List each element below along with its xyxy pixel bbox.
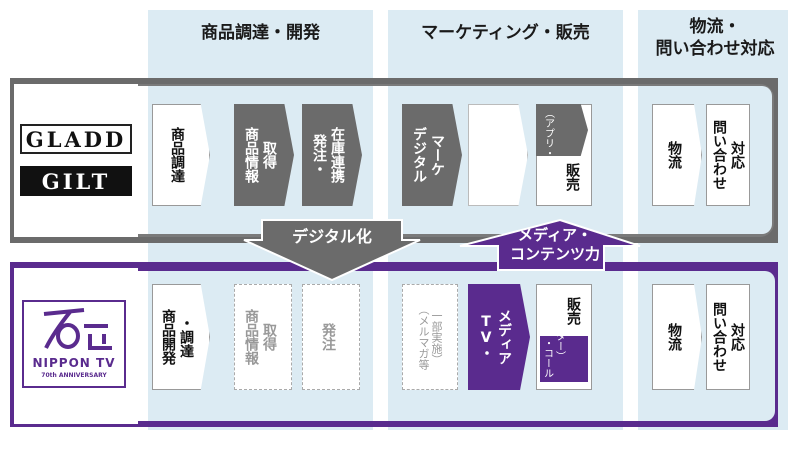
top-product-info-line1: 商品情報 — [243, 127, 259, 183]
ntv-logo: NIPPON TV 70th ANNIVERSARY — [22, 300, 126, 388]
top-sales-main-wrap: 販売 — [556, 150, 588, 204]
column-heading-logistics: 物流・ 問い合わせ対応 — [630, 16, 800, 60]
column-heading-logistics-line2: 問い合わせ対応 — [655, 39, 775, 59]
bottom-partial-step — [402, 284, 458, 390]
bottom-tv-media-line2: メディア — [496, 309, 512, 365]
bottom-inquiry-step — [706, 284, 750, 390]
top-sales-note-wrap: （アプリ・Web） — [536, 106, 560, 202]
gilt-logo: GILT — [20, 166, 132, 196]
bottom-sales-note-line1: （Web・コール — [541, 294, 553, 378]
top-digital-marketing-label-wrap: デジタル マーケ — [402, 104, 454, 206]
top-logistics-label: 物流 — [666, 141, 682, 169]
top-sales-main: 販売 — [564, 163, 580, 191]
top-inquiry-step — [706, 104, 750, 206]
top-empty-step — [468, 104, 528, 206]
bottom-product-info-line1: 商品情報 — [243, 309, 259, 365]
top-inventory-step — [302, 104, 362, 206]
bottom-tv-media-line1: TV・ — [478, 314, 494, 360]
top-logo-panel — [14, 84, 138, 237]
ntv-logo-text: NIPPON TV — [32, 356, 116, 370]
digital-arrow-down — [243, 219, 421, 282]
ntv-logo-mark — [43, 308, 112, 350]
bottom-order-label: 発注 — [320, 323, 336, 351]
top-procure-step — [152, 104, 210, 206]
top-inner-gap-1 — [373, 86, 388, 234]
bottom-inner-gap-0 — [138, 271, 148, 421]
media-arrow-up — [459, 218, 641, 271]
top-digital-marketing-line1: デジタル — [411, 127, 427, 183]
bottom-partial-line1: （メルマガ等 — [417, 304, 430, 370]
bottom-sales-main: 販売 — [565, 297, 581, 325]
column-heading-logistics-line1: 物流・ — [689, 17, 741, 37]
bottom-tv-media-step — [468, 284, 530, 390]
top-logistics-step — [652, 104, 702, 206]
media-arrow-label: メディア・ コンテンツ力 — [480, 226, 630, 264]
top-digital-marketing-line2: マーケ — [429, 134, 445, 176]
top-logistics-label-wrap: 物流 — [652, 104, 696, 206]
bottom-sales-note-block — [540, 336, 588, 382]
top-procure-label-wrap: 商品調達 — [152, 104, 202, 206]
bottom-procure-step — [152, 284, 210, 390]
top-company-frame — [138, 84, 774, 237]
top-product-info-label-wrap: 商品情報 取得 — [234, 104, 286, 206]
top-inquiry-label-wrap: 問い合わせ 対応 — [706, 104, 750, 206]
top-inquiry-line2: 対応 — [729, 141, 745, 169]
gladd-logo: GLADD — [20, 124, 132, 154]
bottom-inner-gap-2 — [623, 271, 638, 421]
top-procure-label: 商品調達 — [169, 127, 185, 183]
bottom-product-info-label-wrap: 商品情報 取得 — [234, 284, 286, 390]
gilt-logo-text: GILT — [41, 168, 111, 194]
bottom-logistics-label: 物流 — [666, 323, 682, 351]
bottom-inquiry-label-wrap: 問い合わせ 対応 — [706, 284, 750, 390]
bottom-partial-line2: 一部実施） — [430, 309, 443, 365]
bottom-order-label-wrap: 発注 — [302, 284, 354, 390]
media-arrow-label-line1: メディア・ — [518, 226, 592, 244]
bottom-sales-note-wrap: （Web・コール センター） — [538, 288, 568, 384]
bottom-logistics-label-wrap: 物流 — [652, 284, 696, 390]
bottom-procure-line2: ・調達 — [178, 316, 194, 358]
bottom-product-info-step — [234, 284, 292, 390]
top-inquiry-line1: 問い合わせ — [711, 120, 727, 190]
bottom-inquiry-line2: 対応 — [729, 323, 745, 351]
bottom-sales-note-line2: センター） — [553, 311, 565, 361]
bottom-company-frame — [138, 268, 778, 424]
top-digital-marketing-step — [402, 104, 462, 206]
top-sales-note: （アプリ・Web） — [542, 107, 554, 201]
top-inner-gap-0 — [138, 86, 148, 234]
media-arrow-label-line2: コンテンツ力 — [509, 245, 600, 263]
column-heading-marketing: マーケティング・販売 — [421, 23, 590, 43]
digital-arrow-label: デジタル化 — [292, 227, 372, 246]
bottom-logistics-step — [652, 284, 702, 390]
bottom-order-step — [302, 284, 360, 390]
bottom-partial-label-wrap: （メルマガ等 一部実施） — [402, 284, 458, 390]
bottom-product-info-line2: 取得 — [261, 323, 277, 351]
top-inner-gap-2 — [623, 86, 638, 234]
top-sales-note-block — [536, 104, 588, 156]
bottom-tv-media-label-wrap: TV・ メディア — [468, 284, 522, 390]
top-inventory-label-wrap: 発注・ 在庫連携 — [302, 104, 354, 206]
bottom-procure-label-wrap: 商品開発 ・調達 — [152, 284, 202, 390]
top-inventory-line2: 在庫連携 — [329, 127, 345, 183]
digital-arrow-label-wrap: デジタル化 — [262, 222, 402, 248]
bottom-inquiry-line1: 問い合わせ — [711, 302, 727, 372]
ntv-logo-subtext: 70th ANNIVERSARY — [41, 372, 107, 379]
top-product-info-line2: 取得 — [261, 141, 277, 169]
bottom-procure-line1: 商品開発 — [160, 309, 176, 365]
bottom-sales-main-wrap: 販売 — [558, 288, 588, 334]
top-product-info-step — [234, 104, 294, 206]
gladd-logo-text: GLADD — [25, 126, 127, 152]
top-inventory-line1: 発注・ — [311, 134, 327, 176]
bottom-inner-gap-1 — [373, 271, 388, 421]
column-heading-procurement: 商品調達・開発 — [201, 23, 320, 43]
